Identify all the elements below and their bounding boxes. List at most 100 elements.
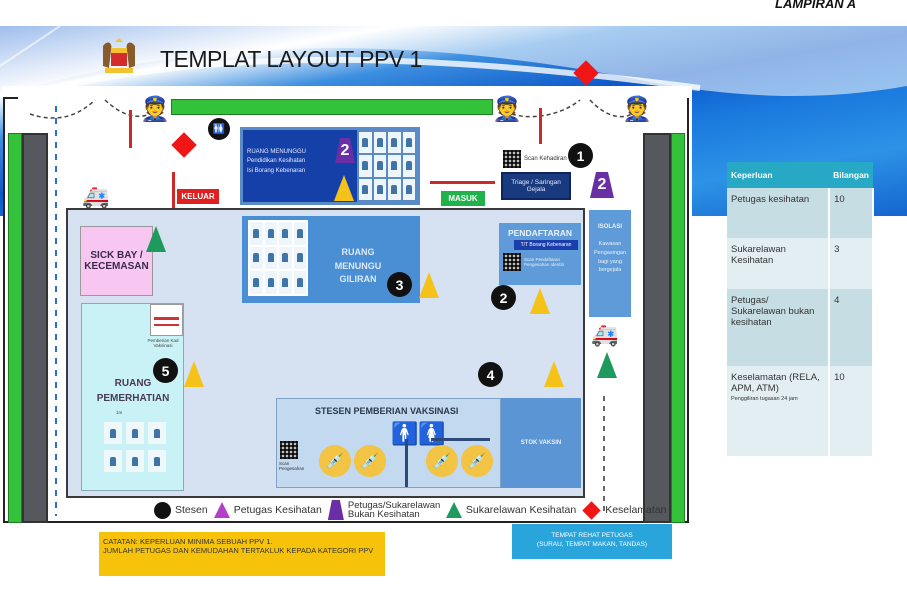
entry-arrow bbox=[539, 108, 542, 144]
health-staff-marker bbox=[530, 288, 550, 314]
health-staff-marker bbox=[419, 272, 439, 298]
room-subtitle: Isi Borang Kebenaran bbox=[247, 167, 306, 174]
table-row: Keselamatan (RELA, APM, ATM) Penggiliran… bbox=[727, 366, 874, 456]
triangle-green-icon bbox=[445, 502, 462, 518]
non-health-staff-badge: 2 bbox=[335, 138, 355, 163]
triage-to-waiting-arrow bbox=[430, 181, 495, 184]
divider bbox=[405, 439, 408, 487]
ambulance-icon: 🚑 bbox=[591, 322, 619, 347]
legend-label: Keselamatan bbox=[605, 504, 667, 516]
security-guard-icon: 👮 bbox=[622, 96, 652, 123]
health-staff-marker bbox=[184, 361, 204, 387]
chair-grid bbox=[357, 130, 417, 202]
count-cell: 10 bbox=[829, 188, 874, 238]
item-cell: Keselamatan (RELA, APM, ATM) Penggiliran… bbox=[727, 366, 831, 456]
item-cell: Sukarelawan Kesihatan bbox=[727, 238, 831, 289]
count-cell: 3 bbox=[829, 238, 874, 289]
malaysia-crest-icon bbox=[97, 38, 141, 78]
notes-box: CATATAN: KEPERLUAN MINIMA SEBUAH PPV 1. … bbox=[99, 532, 385, 576]
legend-item: Keselamatan bbox=[582, 500, 667, 520]
consent-form-label: T/T Borang Kebenaran bbox=[514, 240, 578, 250]
health-volunteer-marker bbox=[146, 226, 166, 252]
legend-item: Stesen bbox=[154, 501, 208, 519]
room-registration: PENDAFTARAN T/T Borang Kebenaran Scan Pe… bbox=[499, 223, 581, 285]
requirements-table: Keperluan Bilangan Petugas kesihatan 10 … bbox=[727, 162, 874, 456]
health-staff-marker bbox=[334, 175, 354, 201]
table-header: Bilangan bbox=[829, 162, 873, 188]
triage-station: Triage / Saringan Gejala bbox=[501, 172, 571, 200]
syringe-icon: 💉 bbox=[319, 445, 351, 477]
table-row: Petugas kesihatan 10 bbox=[727, 188, 874, 238]
toilet-icon: 🚻 bbox=[208, 118, 230, 140]
table-header: Keperluan bbox=[727, 162, 830, 188]
room-sick-bay: SICK BAY / KECEMASAN bbox=[80, 226, 153, 296]
floor-outline bbox=[3, 97, 689, 523]
qr-code-icon bbox=[503, 253, 521, 271]
legend-label: Sukarelawan Kesihatan bbox=[465, 504, 577, 516]
triage-scan: Scan Kehadiran bbox=[503, 150, 567, 168]
legend-item: Sukarelawan Kesihatan bbox=[445, 502, 577, 518]
hedge-top bbox=[171, 99, 493, 115]
scan-label: Scan Kehadiran bbox=[524, 156, 567, 162]
parking-right bbox=[643, 133, 671, 523]
triangle-magenta-icon bbox=[213, 502, 230, 518]
station-badge: 3 bbox=[387, 272, 412, 297]
distance-label: 1m bbox=[116, 410, 123, 415]
room-waiting-education: RUANG MENUNGGU Pendidikan Kesihatan Isi … bbox=[240, 127, 420, 205]
chair-grid bbox=[248, 220, 308, 296]
isolation-description: Kawasan Pengasingan bagi yang bergejala bbox=[593, 241, 627, 274]
attachment-label: LAMPIRAN A bbox=[775, 0, 857, 11]
legend-label: Stesen bbox=[175, 504, 208, 516]
legend: Stesen Petugas Kesihatan Petugas/Sukarel… bbox=[154, 500, 666, 520]
health-staff-marker bbox=[544, 361, 564, 387]
staff-rest-area: TEMPAT REHAT PETUGAS (SURAU, TEMPAT MAKA… bbox=[512, 524, 672, 559]
item-cell: Petugas kesihatan bbox=[727, 188, 831, 238]
room-isolation: ISOLASI Kawasan Pengasingan bagi yang be… bbox=[589, 210, 631, 317]
qr-code-icon bbox=[280, 441, 298, 459]
vaccination-station: STESEN PEMBERIAN VAKSINASI Scan Pengesah… bbox=[276, 398, 501, 488]
room-subtitle: Pendidikan Kesihatan bbox=[247, 158, 306, 165]
hedge-right bbox=[671, 133, 685, 523]
note-line: JUMLAH PETUGAS DAN KEMUDAHAN TERTAKLUK K… bbox=[103, 546, 374, 556]
legend-item: Petugas/Sukarelawan Bukan Kesihatan bbox=[327, 499, 441, 520]
exit-arrow bbox=[129, 110, 132, 148]
male-female-icon: 🚹🚺 bbox=[391, 421, 446, 446]
legend-label: Petugas Kesihatan bbox=[233, 504, 322, 516]
registration-title: PENDAFTARAN bbox=[507, 228, 573, 238]
diamond-red-icon bbox=[582, 500, 601, 520]
table-row: Petugas/ Sukarelawan bukan kesihatan 4 bbox=[727, 289, 874, 366]
divider bbox=[431, 438, 490, 441]
vaccination-card-icon bbox=[150, 304, 183, 336]
count-cell: 4 bbox=[829, 289, 874, 366]
waiting-turn-label: RUANG MENUNGU GILIRAN bbox=[334, 247, 382, 284]
scan-label: Scan Pendaftaran Pengesahan Identiti bbox=[524, 257, 564, 267]
legend-item: Petugas Kesihatan bbox=[213, 502, 322, 518]
parking-left bbox=[22, 133, 48, 523]
station-badge: 1 bbox=[568, 143, 593, 168]
item-note: Penggiliran tugasan 24 jam bbox=[731, 396, 798, 402]
ambulance-icon: 🚑 bbox=[82, 184, 110, 209]
observation-chairs bbox=[104, 422, 166, 472]
count-cell: 10 bbox=[829, 366, 874, 456]
room-waiting-turn: RUANG MENUNGU GILIRAN bbox=[242, 216, 420, 303]
entry-sign: MASUK bbox=[441, 191, 485, 206]
scan-label: Scan Pengesahan bbox=[279, 461, 305, 471]
rest-area-subtitle: (SURAU, TEMPAT MAKAN, TANDAS) bbox=[536, 541, 648, 549]
hedge-left bbox=[8, 133, 22, 523]
page-title: TEMPLAT LAYOUT PPV 1 bbox=[160, 46, 422, 72]
syringe-icon: 💉 bbox=[461, 445, 493, 477]
waiting-education-text: RUANG MENUNGGU Pendidikan Kesihatan Isi … bbox=[247, 148, 306, 176]
observation-label: RUANG PEMERHATIAN bbox=[96, 378, 170, 404]
legend-label: Petugas/Sukarelawan Bukan Kesihatan bbox=[347, 499, 441, 520]
station-badge: 4 bbox=[478, 362, 503, 387]
room-observation: Pemberian Kad Vaksinasi RUANG PEMERHATIA… bbox=[81, 303, 184, 491]
station-badge: 2 bbox=[491, 285, 516, 310]
item-cell: Petugas/ Sukarelawan bukan kesihatan bbox=[727, 289, 831, 366]
room-title: RUANG MENUNGGU bbox=[247, 149, 307, 155]
item-text: Keselamatan (RELA, APM, ATM) bbox=[731, 372, 820, 394]
station-circle-icon bbox=[154, 501, 171, 519]
table-row: Sukarelawan Kesihatan 3 bbox=[727, 238, 874, 289]
note-line: CATATAN: KEPERLUAN MINIMA SEBUAH PPV 1. bbox=[103, 537, 273, 546]
station-badge: 5 bbox=[153, 358, 178, 383]
